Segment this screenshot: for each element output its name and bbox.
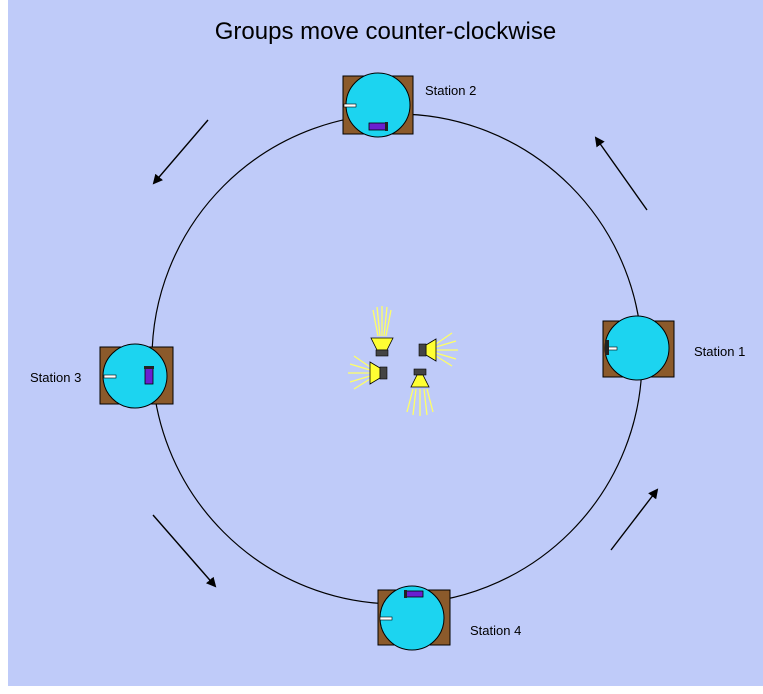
rotation-ring <box>151 113 643 605</box>
speaker-right <box>418 332 458 367</box>
station-4-label: Station 4 <box>470 623 522 638</box>
station-2-unit <box>342 72 414 138</box>
direction-arrow-upper-right <box>594 136 648 211</box>
direction-arrow-lower-right <box>610 488 659 551</box>
station-4-device-cap <box>404 590 407 598</box>
station-2-pointer <box>343 103 357 108</box>
rotation-diagram <box>99 72 675 651</box>
station-3-disk <box>102 343 168 409</box>
station-3-unit <box>99 343 174 409</box>
diagram-title: Groups move counter-clockwise <box>214 18 557 45</box>
station-2-device <box>368 122 388 131</box>
station-4-pointer <box>379 616 393 621</box>
station-1-device <box>605 340 609 355</box>
speaker-top <box>370 306 394 357</box>
station-3-label: Station 3 <box>30 370 82 385</box>
station-3-device <box>144 366 154 385</box>
direction-arrow-upper-left <box>152 119 209 185</box>
station-3-pointer <box>103 374 117 379</box>
speaker-left <box>348 355 388 390</box>
direction-arrow-lower-left <box>152 514 217 588</box>
speaker-bottom <box>406 368 434 416</box>
station-3-device-cap <box>144 366 154 369</box>
diagram-canvas: Groups move counter-clockwise <box>8 0 763 686</box>
station-1-label: Station 1 <box>694 344 746 359</box>
station-4-unit <box>377 585 451 651</box>
station-4-device <box>404 590 424 598</box>
station-2-device-cap <box>385 122 388 131</box>
station-2-label: Station 2 <box>425 83 477 98</box>
station-1-unit <box>602 315 675 381</box>
